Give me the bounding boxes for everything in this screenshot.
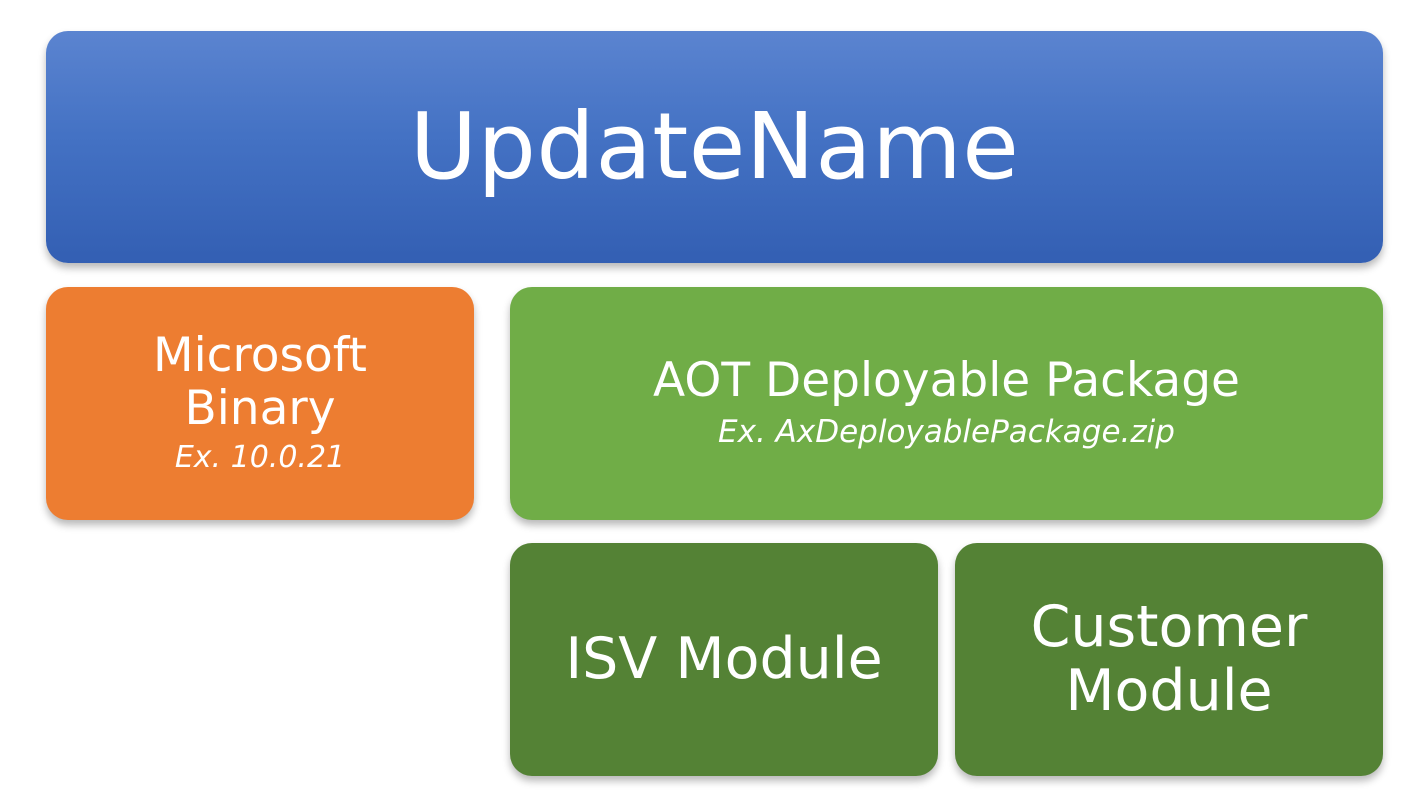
aot-package-example: Ex. AxDeployablePackage.zip xyxy=(718,414,1175,451)
aot-deployable-package-box: AOT Deployable Package Ex. AxDeployableP… xyxy=(510,287,1383,520)
customer-module-title-line2: Module xyxy=(1065,657,1273,724)
customer-module-box: Customer Module xyxy=(955,543,1383,776)
microsoft-binary-example: Ex. 10.0.21 xyxy=(174,440,346,476)
aot-package-title: AOT Deployable Package xyxy=(653,352,1240,408)
microsoft-binary-title-line1: Microsoft xyxy=(153,328,367,384)
update-name-box: UpdateName xyxy=(46,31,1383,263)
microsoft-binary-box: Microsoft Binary Ex. 10.0.21 xyxy=(46,287,474,520)
update-name-title: UpdateName xyxy=(409,93,1020,201)
isv-module-title: ISV Module xyxy=(565,625,883,692)
customer-module-title-line1: Customer xyxy=(1030,593,1308,660)
isv-module-box: ISV Module xyxy=(510,543,938,776)
microsoft-binary-title-line2: Binary xyxy=(184,380,336,436)
